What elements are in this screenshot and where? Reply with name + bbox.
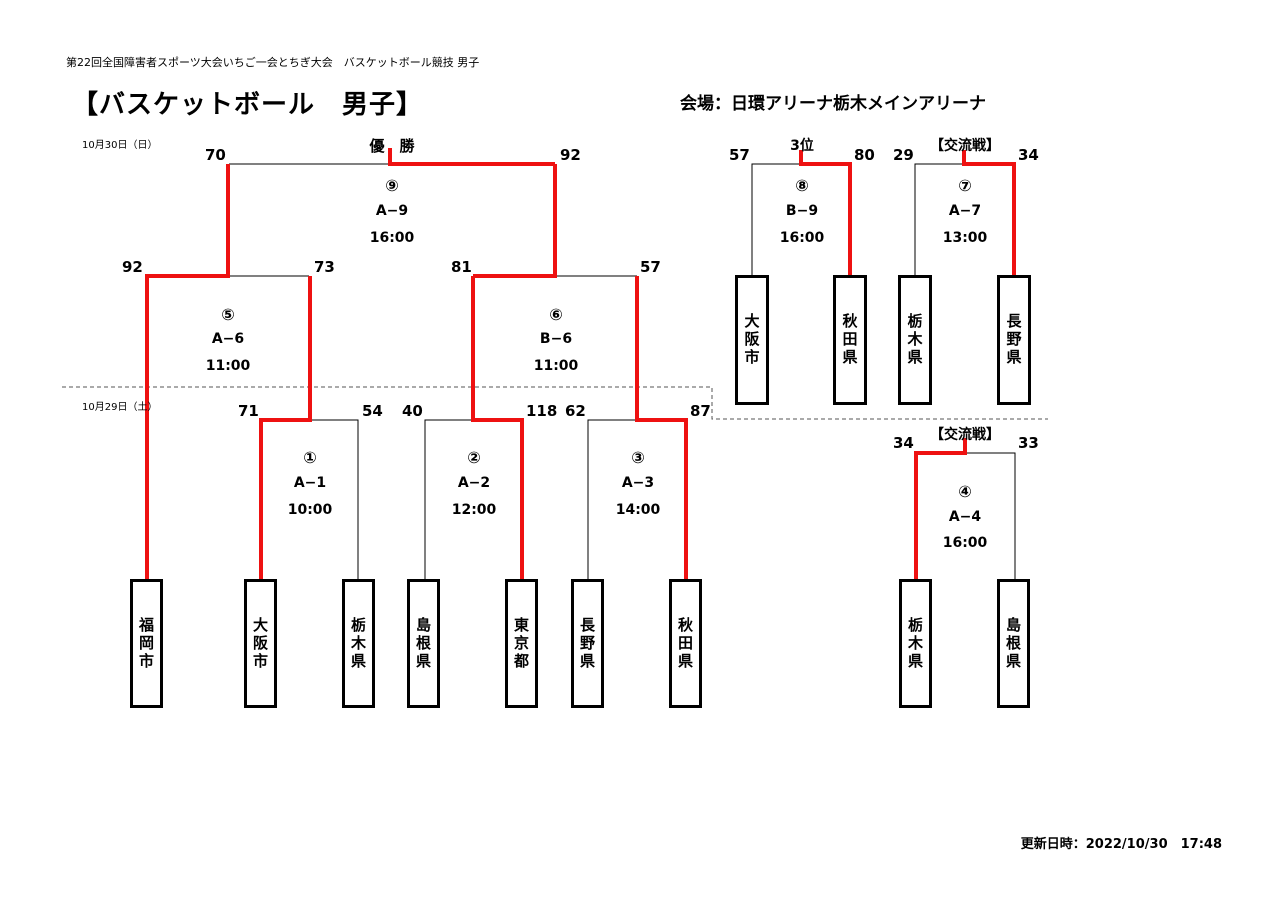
g5-time: 11:00: [205, 358, 251, 374]
team-name: 栃木県: [906, 616, 924, 671]
team-name: 大阪市: [251, 616, 269, 671]
g7-court: A−7: [948, 203, 982, 219]
g6-score-left: 81: [451, 258, 472, 276]
g1-court: A−1: [293, 475, 327, 491]
g3-loser-line: [587, 419, 637, 580]
third-place-label: 3位: [790, 138, 814, 154]
g2-court: A−2: [457, 475, 491, 491]
team-box-tochigi-g7: 栃木県: [898, 275, 932, 405]
g2-score-left: 40: [402, 402, 423, 420]
g3-score-left: 62: [565, 402, 586, 420]
g7-score-left: 29: [893, 146, 914, 164]
team-name: 栃木県: [905, 313, 924, 367]
team-box-shimane: 島根県: [407, 579, 440, 708]
team-box-akita-g8: 秋田県: [833, 275, 867, 405]
exchange-label-g7: 【交流戦】: [930, 138, 1000, 154]
team-name: 大阪市: [742, 313, 761, 367]
g9-score-left: 70: [205, 146, 226, 164]
g3-winner-line: [635, 276, 688, 580]
team-name: 福岡市: [137, 616, 155, 671]
tournament-name: 第22回全国障害者スポーツ大会いちご一会とちぎ大会 バスケットボール競技 男子: [66, 56, 480, 69]
g1-loser-line: [310, 419, 359, 580]
team-box-shimane-g4: 島根県: [997, 579, 1030, 708]
g6-court: B−6: [539, 331, 573, 347]
team-box-tochigi-g4: 栃木県: [899, 579, 932, 708]
g9-court: A−9: [375, 203, 409, 219]
team-name: 栃木県: [349, 616, 367, 671]
g4-time: 16:00: [942, 535, 988, 551]
team-box-tochigi: 栃木県: [342, 579, 375, 708]
team-box-fukuoka: 福岡市: [130, 579, 163, 708]
g2-number: ②: [467, 448, 481, 467]
date-day2: 10月30日（日）: [82, 140, 158, 151]
g6-score-right: 57: [640, 258, 661, 276]
g7-time: 13:00: [942, 230, 988, 246]
g2-winner-line: [471, 276, 524, 580]
g2-score-right: 118: [526, 402, 558, 420]
g2-time: 12:00: [451, 502, 497, 518]
team-box-akita: 秋田県: [669, 579, 702, 708]
g1-time: 10:00: [287, 502, 333, 518]
team-name: 長野県: [578, 616, 596, 671]
team-name: 秋田県: [676, 616, 694, 671]
g1-winner-line: [259, 276, 312, 580]
g7-loser-line: [914, 163, 964, 276]
g9-time: 16:00: [369, 230, 415, 246]
team-name: 島根県: [1004, 616, 1022, 671]
g4-court: A−4: [948, 509, 982, 525]
team-name: 長野県: [1004, 313, 1023, 367]
team-name: 島根県: [414, 616, 432, 671]
g3-score-right: 87: [690, 402, 711, 420]
team-box-tokyo: 東京都: [505, 579, 538, 708]
g6-winner-line: [473, 164, 557, 278]
updated-timestamp: 更新日時：2022/10/30 17:48: [1020, 837, 1222, 852]
g2-loser-line: [424, 419, 473, 580]
g3-time: 14:00: [615, 502, 661, 518]
g7-winner-line: [962, 150, 1016, 276]
g4-loser-line: [965, 452, 1016, 580]
team-name: 秋田県: [840, 313, 859, 367]
g9-score-right: 92: [560, 146, 581, 164]
team-box-osaka-g8: 大阪市: [735, 275, 769, 405]
g1-score-left: 71: [238, 402, 259, 420]
g8-winner-line: [799, 150, 852, 276]
g8-court: B−9: [785, 203, 819, 219]
champion-label: 優 勝: [369, 137, 415, 155]
g7-number: ⑦: [958, 176, 972, 195]
g6-number: ⑥: [549, 305, 563, 324]
g9-winner-line: [388, 148, 555, 166]
team-box-osaka: 大阪市: [244, 579, 277, 708]
page-title: 【バスケットボール 男子】: [72, 90, 424, 120]
g3-court: A−3: [621, 475, 655, 491]
g8-score-right: 80: [854, 146, 875, 164]
g4-score-left: 34: [893, 434, 914, 452]
g8-number: ⑧: [795, 176, 809, 195]
date-day1: 10月29日（土）: [82, 402, 158, 413]
team-box-nagano: 長野県: [571, 579, 604, 708]
team-name: 東京都: [512, 616, 530, 671]
venue-label: 会場：日環アリーナ栃木メインアリーナ: [680, 94, 986, 114]
g9-number: ⑨: [385, 176, 399, 195]
g5-number: ⑤: [221, 305, 235, 324]
g4-score-right: 33: [1018, 434, 1039, 452]
g8-score-left: 57: [729, 146, 750, 164]
g1-score-right: 54: [362, 402, 383, 420]
day-separator: [62, 386, 1048, 420]
g5-winner-line: [145, 164, 230, 580]
g8-time: 16:00: [779, 230, 825, 246]
g5-score-left: 92: [122, 258, 143, 276]
g5-score-right: 73: [314, 258, 335, 276]
exchange-label-g4: 【交流戦】: [930, 427, 1000, 443]
g4-number: ④: [958, 482, 972, 501]
g8-loser-line: [751, 163, 801, 276]
g3-number: ③: [631, 448, 645, 467]
g5-court: A−6: [211, 331, 245, 347]
team-box-nagano-g7: 長野県: [997, 275, 1031, 405]
g7-score-right: 34: [1018, 146, 1039, 164]
g1-number: ①: [303, 448, 317, 467]
g6-time: 11:00: [533, 358, 579, 374]
g4-winner-line: [914, 438, 967, 580]
